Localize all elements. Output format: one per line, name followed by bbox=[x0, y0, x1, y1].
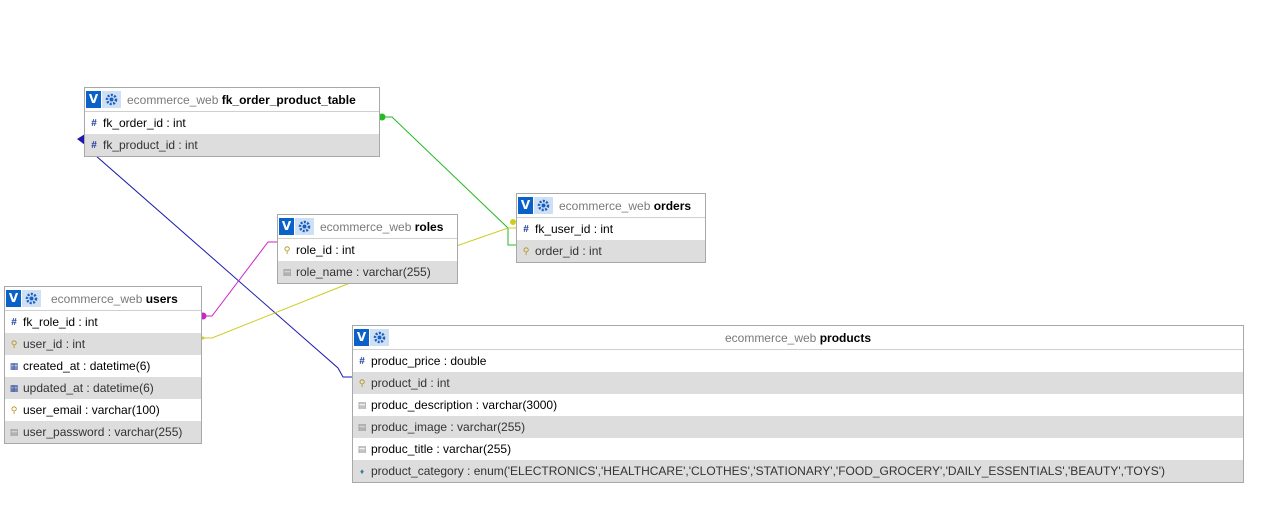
column-label: role_id : int bbox=[296, 243, 355, 257]
database-name: ecommerce_web bbox=[320, 219, 412, 234]
column-row[interactable]: # fk_user_id : int bbox=[517, 218, 705, 240]
table-orders[interactable]: V ecommerce_web orders # fk_user_id : int… bbox=[516, 193, 706, 263]
column-label: produc_description : varchar(3000) bbox=[371, 398, 558, 412]
column-label: user_email : varchar(100) bbox=[23, 403, 160, 417]
column-row[interactable]: ▤ role_name : varchar(255) bbox=[278, 261, 457, 283]
text-icon: ▤ bbox=[9, 426, 19, 437]
column-label: fk_product_id : int bbox=[103, 138, 198, 152]
column-row[interactable]: # produc_price : double bbox=[353, 350, 1243, 372]
table-products[interactable]: V ecommerce_web products # produc_price :… bbox=[352, 325, 1244, 483]
column-row[interactable]: ▤ produc_image : varchar(255) bbox=[353, 416, 1243, 438]
table-name: products bbox=[819, 330, 872, 345]
column-row[interactable]: ⚲ role_id : int bbox=[278, 239, 457, 261]
hash-icon: # bbox=[91, 117, 97, 129]
column-label: product_id : int bbox=[371, 376, 450, 390]
column-label: produc_title : varchar(255) bbox=[371, 442, 512, 456]
table-name: roles bbox=[414, 219, 444, 234]
column-row[interactable]: # fk_role_id : int bbox=[5, 311, 201, 333]
column-label: user_password : varchar(255) bbox=[23, 425, 183, 439]
column-row[interactable]: ♦ product_category : enum('ELECTRONICS','… bbox=[353, 460, 1243, 482]
table-header[interactable]: V ecommerce_web users bbox=[5, 287, 201, 311]
column-row[interactable]: ▤ user_password : varchar(255) bbox=[5, 421, 201, 443]
hash-icon: # bbox=[359, 355, 365, 367]
column-label: role_name : varchar(255) bbox=[296, 265, 431, 279]
key-icon: ⚲ bbox=[10, 338, 18, 349]
column-label: fk_user_id : int bbox=[535, 222, 614, 236]
toggle-button[interactable]: V bbox=[279, 218, 294, 235]
gear-icon[interactable] bbox=[295, 218, 314, 235]
toggle-button[interactable]: V bbox=[518, 197, 533, 214]
table-name: fk_order_product_table bbox=[221, 92, 356, 107]
column-label: produc_image : varchar(255) bbox=[371, 420, 526, 434]
column-row[interactable]: ▦ updated_at : datetime(6) bbox=[5, 377, 201, 399]
toggle-button[interactable]: V bbox=[354, 329, 369, 346]
column-row[interactable]: ⚲ user_email : varchar(100) bbox=[5, 399, 201, 421]
text-icon: ▤ bbox=[282, 266, 292, 277]
column-label: created_at : datetime(6) bbox=[23, 359, 151, 373]
text-icon: ▤ bbox=[357, 443, 367, 454]
hash-icon: # bbox=[11, 316, 17, 328]
table-header[interactable]: V ecommerce_web fk_order_product_table bbox=[85, 88, 379, 112]
table-header[interactable]: V ecommerce_web roles bbox=[278, 215, 457, 239]
column-row[interactable]: ▦ created_at : datetime(6) bbox=[5, 355, 201, 377]
column-label: product_category : enum('ELECTRONICS','H… bbox=[371, 464, 1165, 478]
column-row[interactable]: ⚲ user_id : int bbox=[5, 333, 201, 355]
table-header[interactable]: V ecommerce_web orders bbox=[517, 194, 705, 218]
key-icon: ⚲ bbox=[522, 245, 530, 256]
column-label: produc_price : double bbox=[371, 354, 487, 368]
table-name: users bbox=[145, 291, 178, 306]
column-row[interactable]: # fk_product_id : int bbox=[85, 134, 379, 156]
text-icon: ▤ bbox=[357, 399, 367, 410]
table-header[interactable]: V ecommerce_web products bbox=[353, 326, 1243, 350]
enum-icon: ♦ bbox=[359, 466, 365, 476]
toggle-button[interactable]: V bbox=[6, 290, 21, 307]
gear-icon[interactable] bbox=[102, 91, 121, 108]
table-roles[interactable]: V ecommerce_web roles ⚲ role_id : int ▤ ro… bbox=[277, 214, 458, 284]
column-row[interactable]: ⚲ product_id : int bbox=[353, 372, 1243, 394]
key-icon: ⚲ bbox=[358, 377, 366, 388]
column-label: updated_at : datetime(6) bbox=[23, 381, 154, 395]
table-users[interactable]: V ecommerce_web users #fk_role_id : int … bbox=[4, 286, 202, 444]
hash-icon: # bbox=[91, 139, 97, 151]
database-name: ecommerce_web bbox=[724, 330, 817, 345]
text-icon: ▤ bbox=[357, 421, 367, 432]
gear-icon[interactable] bbox=[370, 329, 389, 346]
table-title: ecommerce_web roles bbox=[320, 220, 443, 234]
hash-icon: # bbox=[523, 223, 529, 235]
column-label: fk_order_id : int bbox=[103, 116, 186, 130]
table-title: ecommerce_web fk_order_product_table bbox=[127, 93, 356, 107]
database-name: ecommerce_web bbox=[127, 92, 219, 107]
calendar-icon: ▦ bbox=[9, 382, 19, 393]
toggle-button[interactable]: V bbox=[86, 91, 101, 108]
table-name: orders bbox=[653, 198, 692, 213]
column-row[interactable]: ▤ produc_description : varchar(3000) bbox=[353, 394, 1243, 416]
table-title: ecommerce_web users bbox=[51, 292, 178, 306]
relation-line-role bbox=[202, 241, 278, 317]
table-fk-order-product[interactable]: V ecommerce_web fk_order_product_table #… bbox=[84, 87, 380, 157]
column-label: user_id : int bbox=[23, 337, 86, 351]
database-name: ecommerce_web bbox=[51, 291, 143, 306]
column-row[interactable]: # fk_order_id : int bbox=[85, 112, 379, 134]
column-row[interactable]: ⚲ order_id : int bbox=[517, 240, 705, 262]
database-name: ecommerce_web bbox=[559, 198, 651, 213]
table-title: ecommerce_web products bbox=[353, 331, 1243, 345]
gear-icon[interactable] bbox=[534, 197, 553, 214]
key-icon: ⚲ bbox=[283, 244, 291, 255]
column-label: fk_role_id : int bbox=[23, 315, 98, 329]
column-label: order_id : int bbox=[535, 244, 602, 258]
key-icon: ⚲ bbox=[10, 404, 18, 415]
column-row[interactable]: ▤ produc_title : varchar(255) bbox=[353, 438, 1243, 460]
gear-icon[interactable] bbox=[22, 290, 41, 307]
table-title: ecommerce_web orders bbox=[559, 199, 691, 213]
calendar-icon: ▦ bbox=[9, 360, 19, 371]
